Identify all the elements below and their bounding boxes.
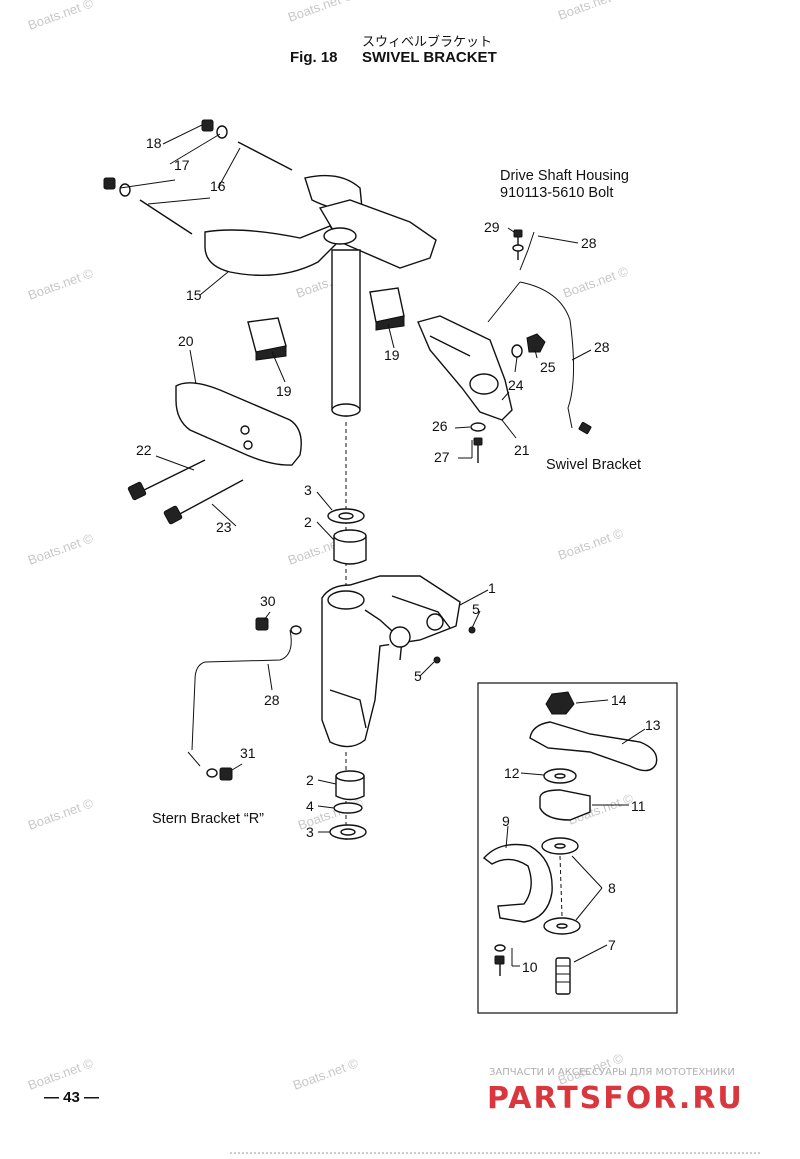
- stern-lead-28: [187, 617, 302, 767]
- washer-17-lower: [119, 183, 131, 197]
- watermark: Boats.net ©: [556, 525, 626, 563]
- caption-bolt: 910113-5610 Bolt: [500, 185, 613, 201]
- logo-name: PARTSFOR.RU: [487, 1081, 744, 1116]
- lower-bushings: [329, 770, 367, 840]
- callout-15: 15: [186, 287, 202, 303]
- callout-30: 30: [260, 593, 276, 609]
- lower-clamp-20: [175, 382, 302, 466]
- callout-5-upper: 5: [472, 601, 480, 617]
- callout-26: 26: [432, 418, 448, 434]
- callout-2-upper: 2: [304, 514, 312, 530]
- callout-31: 31: [240, 745, 256, 761]
- watermark: Boats.net ©: [561, 263, 631, 301]
- callout-8: 8: [608, 880, 616, 896]
- callout-2-lower: 2: [306, 772, 314, 788]
- screw-5-lower: [433, 656, 441, 664]
- page-number: — 43 —: [44, 1089, 99, 1106]
- long-bolts: [127, 459, 244, 525]
- partsfor-logo: ЗАПЧАСТИ И АКСЕССУАРЫ ДЛЯ МОТОТЕХНИКИ PA…: [487, 1067, 744, 1116]
- callout-1: 1: [488, 580, 496, 596]
- callout-24: 24: [508, 377, 524, 393]
- callout-3-lower: 3: [306, 824, 314, 840]
- rubber-block-19-left: [247, 317, 287, 361]
- callout-3-upper: 3: [304, 482, 312, 498]
- callout-21: 21: [514, 442, 530, 458]
- bolt-29: [512, 229, 524, 260]
- watermark: Boats.net ©: [26, 795, 96, 833]
- callout-13: 13: [645, 717, 661, 733]
- callout-19-left: 19: [276, 383, 292, 399]
- leader-lines: [119, 124, 646, 967]
- watermark: Boats.net ©: [286, 0, 356, 25]
- upper-bushings: [327, 508, 367, 565]
- ground-lead-28: [487, 231, 592, 435]
- bolt-31: [206, 767, 233, 781]
- swivel-bracket-body-1: [321, 575, 461, 748]
- callout-7: 7: [608, 937, 616, 953]
- callout-29: 29: [484, 219, 500, 235]
- inset-parts: [482, 691, 658, 995]
- washer-26: [470, 422, 486, 432]
- callout-16: 16: [210, 178, 226, 194]
- callout-17: 17: [174, 157, 190, 173]
- watermarks: Boats.net © Boats.net © Boats.net © Boat…: [26, 0, 636, 1093]
- figure-number: Fig. 18: [290, 49, 338, 66]
- watermark: Boats.net ©: [26, 530, 96, 568]
- callout-18: 18: [146, 135, 162, 151]
- watermark: Boats.net ©: [291, 1055, 361, 1093]
- watermark: Boats.net ©: [26, 0, 96, 33]
- japanese-title: スウィベルブラケット: [362, 34, 492, 50]
- callouts: 18 17 16 15 20 19 19 22 23 3 2 1 5 5 24 …: [136, 135, 661, 975]
- callout-9: 9: [502, 813, 510, 829]
- callout-12: 12: [504, 765, 520, 781]
- page-title: SWIVEL BRACKET: [362, 49, 497, 66]
- callout-20: 20: [178, 333, 194, 349]
- bolt-27: [473, 437, 483, 463]
- caption-stern-bracket: Stern Bracket “R”: [152, 811, 264, 827]
- caption-drive-shaft-housing: Drive Shaft Housing: [500, 168, 629, 184]
- callout-25: 25: [540, 359, 556, 375]
- callout-4: 4: [306, 798, 314, 814]
- upper-bolts-assembly: [103, 119, 293, 235]
- callout-14: 14: [611, 692, 627, 708]
- inset-frame: [477, 682, 678, 1014]
- callout-10: 10: [522, 959, 538, 975]
- rubber-block-19-right: [369, 287, 405, 331]
- nut-18-lower: [103, 177, 116, 190]
- watermark: Boats.net ©: [26, 1055, 96, 1093]
- callout-11: 11: [631, 798, 646, 814]
- upper-clamp-15: [204, 174, 437, 276]
- callout-27: 27: [434, 449, 450, 465]
- callout-28-upper: 28: [581, 235, 597, 251]
- logo-tagline: ЗАПЧАСТИ И АКСЕССУАРЫ ДЛЯ МОТОТЕХНИКИ: [489, 1067, 735, 1078]
- callout-28-lower: 28: [264, 692, 280, 708]
- swivel-plate-21: [417, 315, 513, 421]
- watermark: Boats.net ©: [556, 0, 626, 23]
- caption-swivel-bracket: Swivel Bracket: [546, 457, 641, 473]
- callout-19-right: 19: [384, 347, 400, 363]
- watermark: Boats.net ©: [26, 265, 96, 303]
- washer-24: [511, 344, 523, 358]
- washer-17-upper: [216, 125, 228, 139]
- callout-22: 22: [136, 442, 152, 458]
- callout-28-right: 28: [594, 339, 610, 355]
- callout-23: 23: [216, 519, 232, 535]
- callout-5-lower: 5: [414, 668, 422, 684]
- nut-25: [526, 333, 546, 353]
- nut-18-upper: [201, 119, 214, 132]
